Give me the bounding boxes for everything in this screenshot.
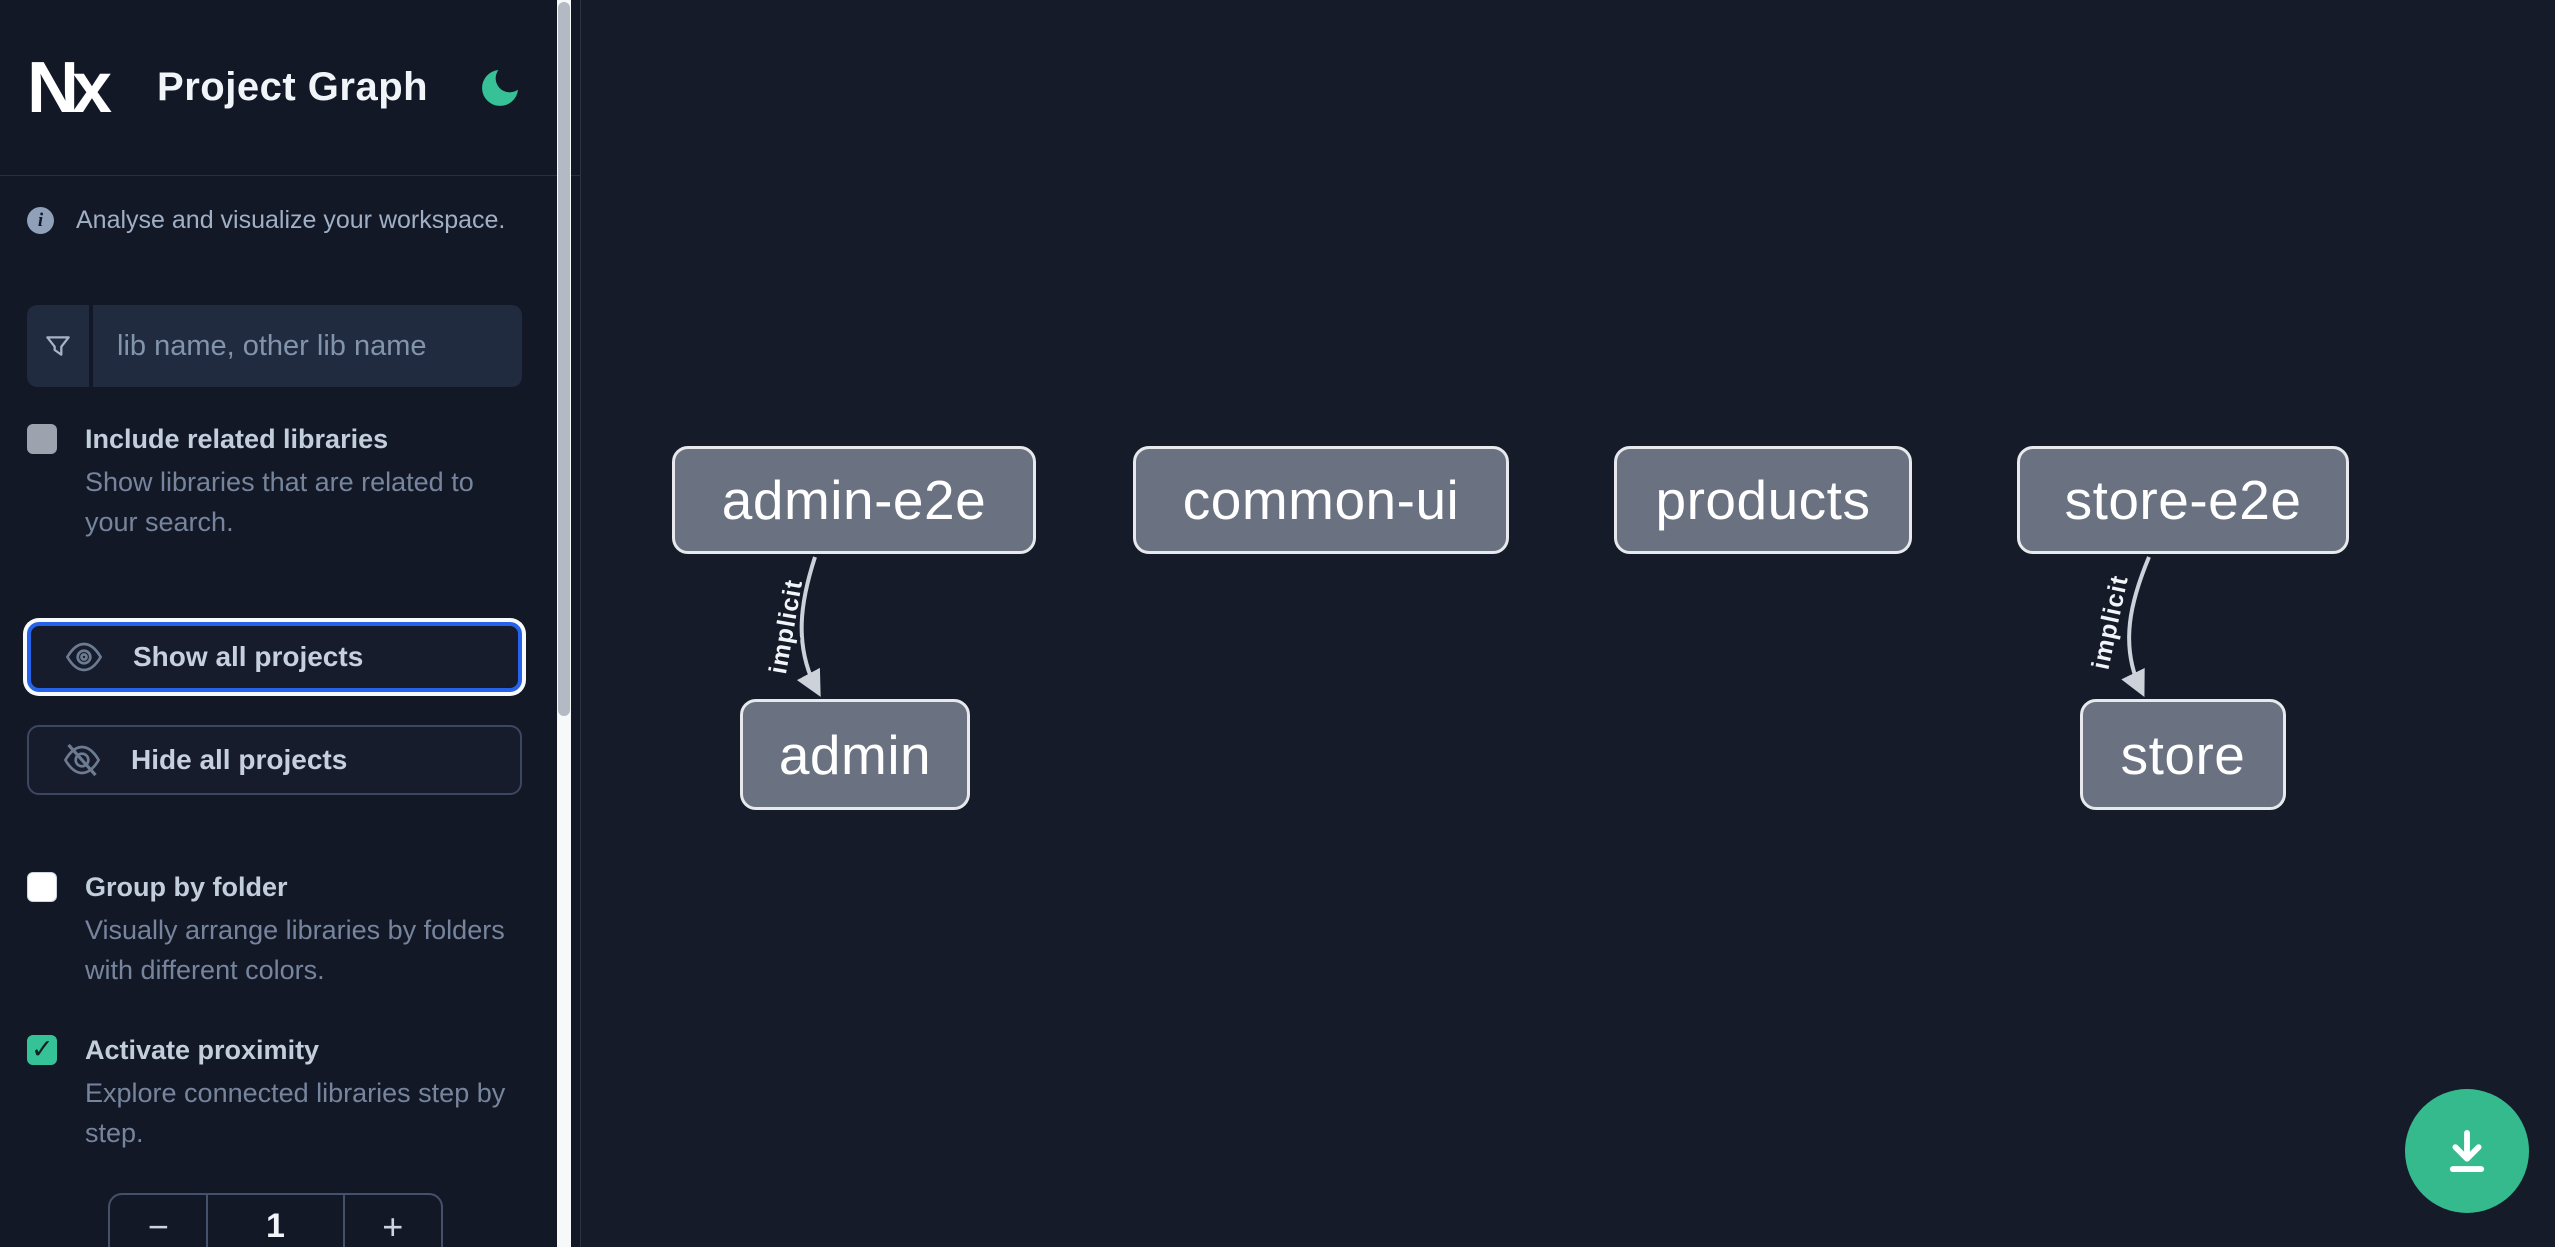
graph-node-admin-e2e[interactable]: admin-e2e [672,446,1036,554]
hide-all-projects-button[interactable]: Hide all projects [27,725,522,795]
group-by-folder-checkbox[interactable] [27,872,57,902]
option-description: Explore connected libraries step by step… [85,1078,506,1148]
option-text: Activate proximity Explore connected lib… [85,1032,515,1153]
option-description: Show libraries that are related to your … [85,467,474,537]
proximity-increment-button[interactable]: + [345,1195,441,1247]
proximity-stepper: − 1 + [108,1193,443,1247]
sidebar-scrollbar[interactable] [557,0,571,1247]
proximity-decrement-button[interactable]: − [110,1195,206,1247]
option-label: Activate proximity [85,1035,320,1065]
graph-node-store-e2e[interactable]: store-e2e [2017,446,2349,554]
page-title: Project Graph [157,65,429,109]
edge-store-e2e-to-store[interactable] [2121,556,2151,698]
node-label: store-e2e [2064,469,2302,531]
edge-label-implicit: implicit [2087,573,2134,672]
tagline-row: i Analyse and visualize your workspace. [27,206,544,235]
sidebar-body: i Analyse and visualize your workspace. … [0,206,580,1247]
sidebar-scrollbar-thumb[interactable] [558,2,570,716]
node-label: store [2120,723,2246,786]
option-include-related-libraries[interactable]: Include related libraries Show libraries… [27,421,544,542]
option-activate-proximity[interactable]: Activate proximity Explore connected lib… [27,1032,544,1153]
proximity-value: 1 [206,1195,345,1247]
option-label: Include related libraries [85,424,389,454]
sidebar: Nx Project Graph i Analyse and visualize… [0,0,580,1247]
sidebar-header: Nx Project Graph [0,0,580,176]
activate-proximity-checkbox[interactable] [27,1034,57,1065]
edge-admin-e2e-to-admin[interactable] [796,556,821,697]
option-description: Visually arrange libraries by folders wi… [85,915,505,985]
theme-toggle-button[interactable] [472,60,528,116]
moon-icon [482,69,519,106]
show-all-projects-button[interactable]: Show all projects [27,622,522,692]
button-label: Hide all projects [131,744,348,775]
graph-node-common-ui[interactable]: common-ui [1133,446,1509,554]
graph-node-admin[interactable]: admin [740,699,970,810]
graph-node-store[interactable]: store [2080,699,2286,810]
button-label: Show all projects [133,641,364,672]
node-label: admin-e2e [721,469,987,531]
graph-node-products[interactable]: products [1614,446,1912,554]
include-related-checkbox[interactable] [27,424,57,454]
info-icon: i [27,207,54,234]
option-label: Group by folder [85,872,288,902]
option-text: Include related libraries Show libraries… [85,421,515,542]
filter-icon [27,305,89,387]
download-button[interactable] [2405,1089,2529,1213]
nx-logo: Nx [27,47,112,128]
filter-input-group [27,305,522,387]
tagline-text: Analyse and visualize your workspace. [76,206,506,234]
filter-input[interactable] [93,305,522,387]
node-label: products [1655,469,1871,531]
download-icon [2449,1130,2485,1172]
eye-icon [65,642,103,672]
graph-canvas[interactable]: implicit implicit admin-e2e common-ui pr… [580,0,2555,1247]
node-label: common-ui [1182,469,1460,531]
option-text: Group by folder Visually arrange librari… [85,869,515,990]
option-group-by-folder[interactable]: Group by folder Visually arrange librari… [27,869,544,990]
graph-edges-layer: implicit implicit [761,556,2151,698]
eye-slash-icon [63,743,101,777]
node-label: admin [778,723,932,786]
